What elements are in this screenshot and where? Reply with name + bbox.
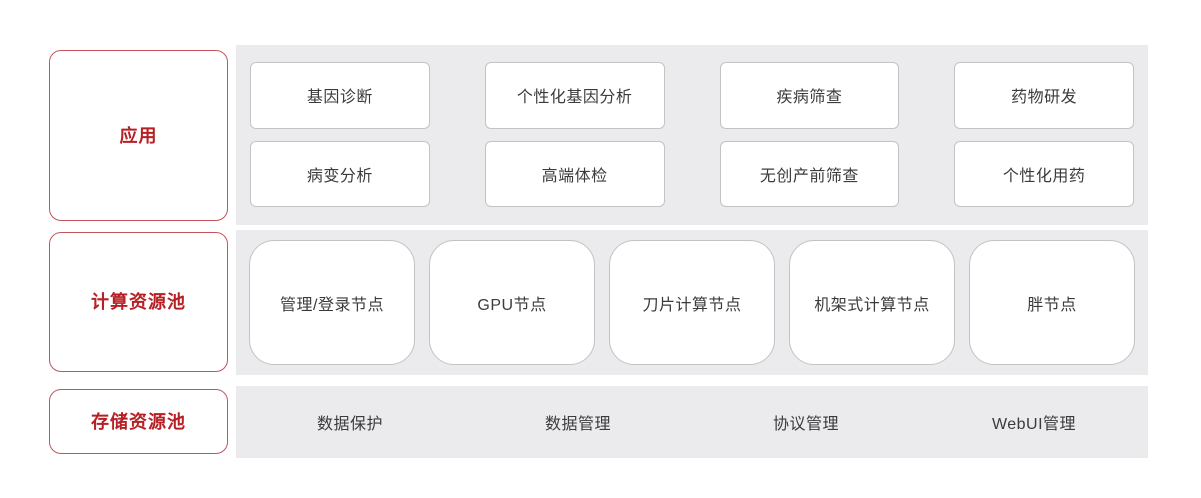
compute-node-item[interactable]: 胖节点 [969, 240, 1135, 365]
application-item[interactable]: 疾病筛查 [719, 62, 900, 129]
application-item[interactable]: 药物研发 [954, 62, 1134, 129]
storage-item[interactable]: 协议管理 [772, 416, 839, 433]
application-item[interactable]: 无创产前筛查 [719, 140, 900, 207]
application-item[interactable]: 高端体检 [484, 140, 665, 207]
tier-label-compute-pool: 计算资源池 [49, 232, 228, 372]
application-item[interactable]: 基因诊断 [250, 62, 430, 129]
compute-node-item[interactable]: 机架式计算节点 [789, 240, 955, 365]
application-item[interactable]: 个性化用药 [954, 140, 1134, 207]
storage-item-row: 数据保护 数据管理 协议管理 WebUI管理 [236, 386, 1148, 458]
compute-node-item[interactable]: 刀片计算节点 [609, 240, 775, 365]
tier-panel-storage-pool: 数据保护 数据管理 协议管理 WebUI管理 [236, 386, 1148, 458]
application-item[interactable]: 病变分析 [250, 140, 430, 207]
application-item[interactable]: 个性化基因分析 [484, 62, 665, 129]
tier-panel-application: 基因诊断 个性化基因分析 疾病筛查 药物研发 病变分析 高端体检 无创产前筛查 … [236, 45, 1148, 225]
storage-item[interactable]: 数据管理 [544, 416, 611, 433]
tier-label-storage-pool: 存储资源池 [49, 389, 228, 454]
compute-node-item[interactable]: GPU节点 [429, 240, 595, 365]
compute-node-item[interactable]: 管理/登录节点 [249, 240, 415, 365]
application-grid: 基因诊断 个性化基因分析 疾病筛查 药物研发 病变分析 高端体检 无创产前筛查 … [250, 62, 1134, 207]
tier-panel-compute-pool: 管理/登录节点 GPU节点 刀片计算节点 机架式计算节点 胖节点 [236, 230, 1148, 375]
storage-item[interactable]: 数据保护 [316, 416, 383, 433]
compute-node-row: 管理/登录节点 GPU节点 刀片计算节点 机架式计算节点 胖节点 [249, 240, 1135, 365]
tier-label-application: 应用 [49, 50, 228, 221]
storage-item[interactable]: WebUI管理 [991, 416, 1077, 433]
